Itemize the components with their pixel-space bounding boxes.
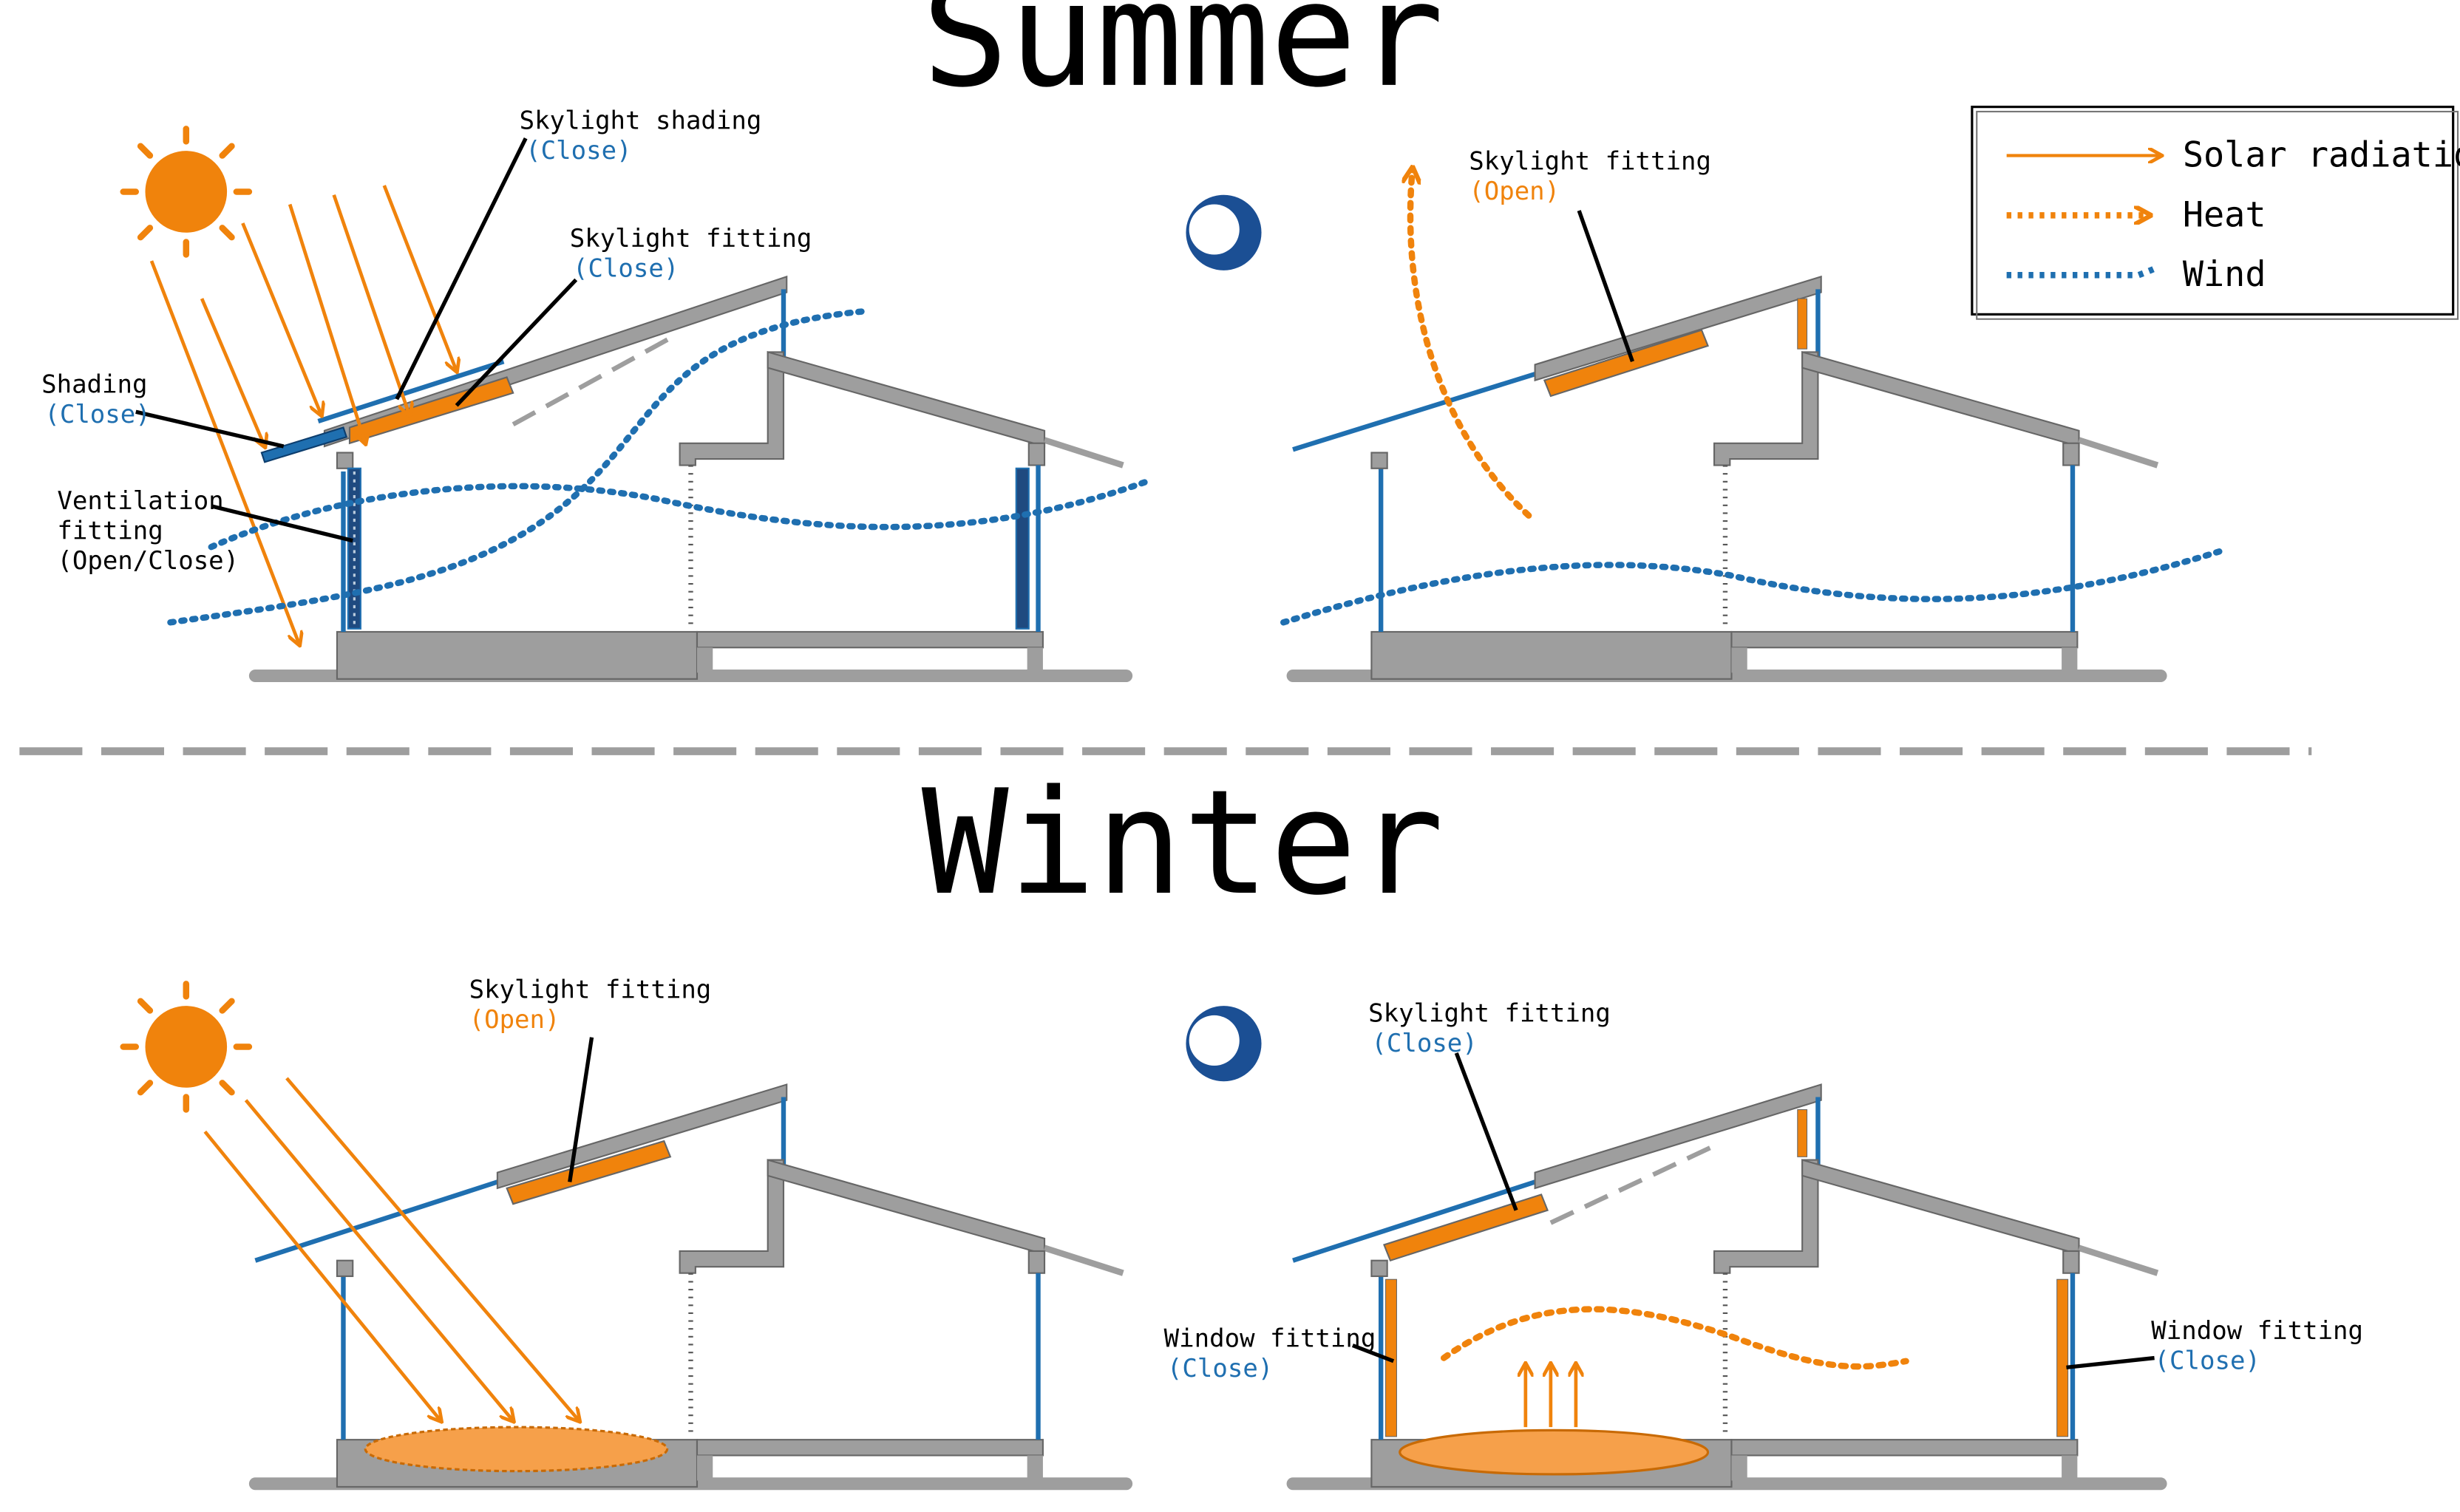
shading-state: (Close) bbox=[44, 400, 150, 429]
skylight-fitting-label-winter-night: Skylight fitting bbox=[1368, 998, 1611, 1028]
house-winter-night bbox=[1286, 1083, 2167, 1491]
skylight-fitting-label: Skylight fitting bbox=[570, 224, 812, 253]
solar-radiation-arrows-summer bbox=[149, 185, 457, 644]
skylight-shading-label: Skylight shading bbox=[520, 106, 762, 135]
house-summer-day bbox=[248, 275, 1133, 683]
sun-icon bbox=[120, 981, 253, 1113]
summer-night-labels: Skylight fitting (Open) bbox=[1469, 147, 1711, 206]
legend-heat-label: Heat bbox=[2183, 195, 2266, 235]
heat-flow-winter-night bbox=[1440, 1306, 1909, 1370]
house-winter-day bbox=[248, 1083, 1133, 1491]
window-fitting-left-state: (Close) bbox=[1167, 1354, 1273, 1383]
legend-solar-label: Solar radiation bbox=[2183, 135, 2460, 175]
summer-title: Summer bbox=[922, 0, 1444, 120]
skylight-fitting-label-winter: Skylight fitting bbox=[469, 975, 712, 1005]
ventilation-label-2: fitting bbox=[57, 516, 163, 545]
legend: Solar radiation Heat Wind bbox=[1971, 106, 2460, 320]
window-fitting-right-label: Window fitting bbox=[2151, 1316, 2363, 1346]
moon-icon bbox=[1186, 1006, 1262, 1082]
legend-wind-label: Wind bbox=[2183, 255, 2266, 295]
rising-heat-arrows bbox=[1526, 1364, 1576, 1428]
sun-icon bbox=[120, 126, 253, 258]
wind-flow-summer-day bbox=[167, 307, 1152, 626]
skylight-fitting-state-night: (Open) bbox=[1469, 177, 1560, 206]
skylight-fitting-state: (Close) bbox=[573, 253, 679, 283]
window-fitting-right-state: (Close) bbox=[2155, 1346, 2260, 1375]
winter-day-labels: Skylight fitting (Open) bbox=[469, 975, 712, 1035]
ventilation-label-3: (Open/Close) bbox=[57, 546, 239, 576]
skylight-fitting-state-winter-night: (Close) bbox=[1371, 1029, 1477, 1058]
skylight-shading-state: (Close) bbox=[526, 136, 631, 166]
skylight-fitting-label-night: Skylight fitting bbox=[1469, 147, 1711, 177]
leader-lines bbox=[135, 137, 2155, 1369]
shading-label: Shading bbox=[41, 370, 147, 400]
heat-flow-summer-night bbox=[1410, 170, 1532, 519]
solar-radiation-arrows-winter bbox=[203, 1077, 579, 1421]
wind-flow-summer-night bbox=[1280, 547, 2227, 626]
winter-title: Winter bbox=[922, 759, 1444, 927]
ventilation-label-1: Ventilation bbox=[57, 486, 223, 516]
house-summer-night bbox=[1286, 275, 2167, 683]
moon-icon bbox=[1186, 194, 1262, 270]
window-fitting-left-label: Window fitting bbox=[1164, 1324, 1376, 1354]
summer-day-labels: Skylight shading (Close) Skylight fittin… bbox=[41, 106, 812, 576]
skylight-fitting-state-winter: (Open) bbox=[469, 1005, 560, 1035]
winter-night-labels: Skylight fitting (Close) Window fitting … bbox=[1164, 998, 2363, 1383]
